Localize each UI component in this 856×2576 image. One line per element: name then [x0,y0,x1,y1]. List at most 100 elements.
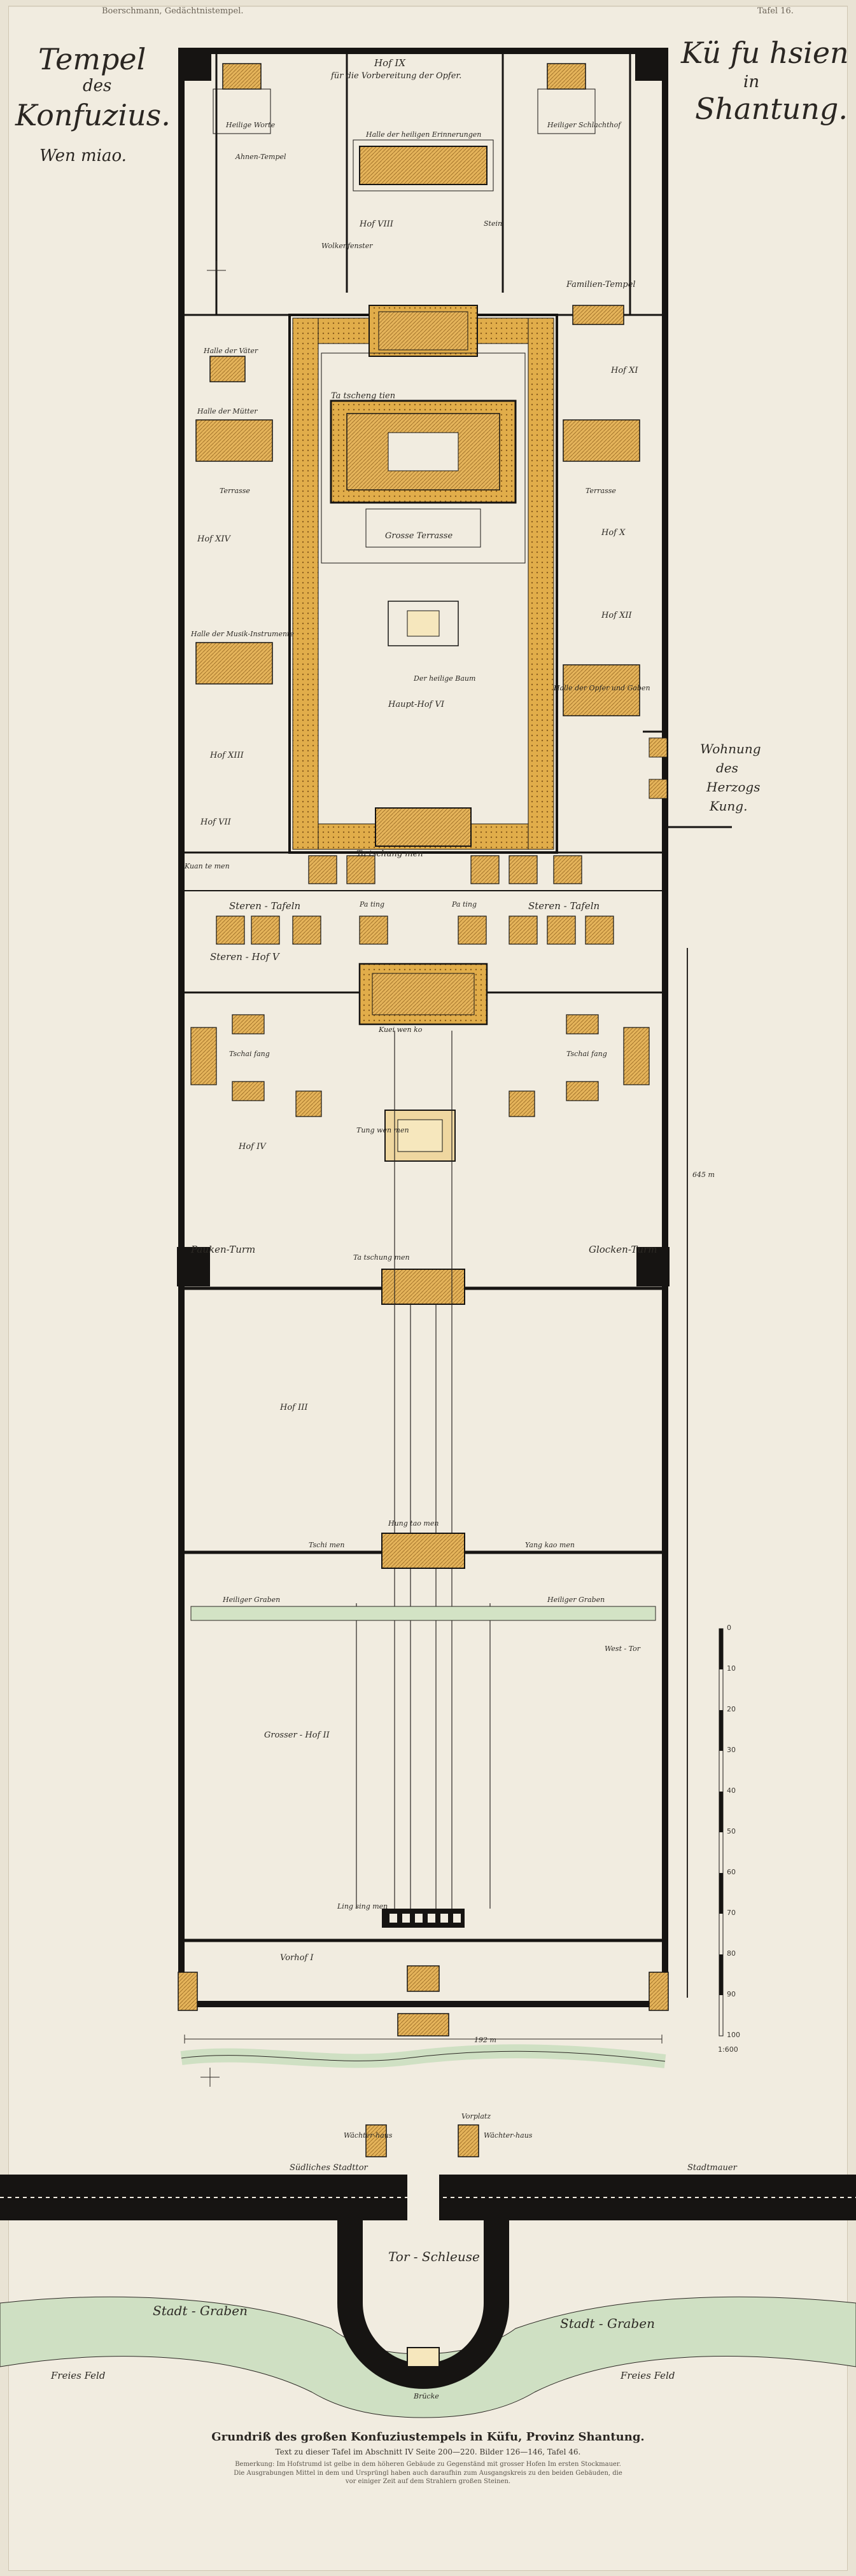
label-stadtmauer: Stadtmauer [687,2163,737,2173]
label-heiliger-baum: Der heilige Baum [414,674,476,683]
label-wohnung-kung: Kung. [710,798,748,814]
label-wolkenfenster: Wolkenfenster [321,242,373,250]
side-halls [195,305,640,716]
label-steren-hof-v: Steren - Hof V [210,951,279,963]
label-heiliger-graben-r: Heiliger Graben [547,1596,605,1604]
label-familien-tempel: Familien-Tempel [566,280,636,289]
label-hof-xi: Hof XI [611,366,638,375]
label-ta-tschung-men-2: Ta tschung men [353,1253,410,1262]
map-caption: Grundriß des großen Konfuziustempels in … [0,2430,856,2486]
title-konfuzius: Konfuzius. [15,98,171,132]
city-wall [0,2175,856,2220]
great-terrace [321,352,526,646]
plate-header-left: Boerschmann, Gedächtnistempel. [102,6,244,16]
label-steren-tafeln-r: Steren - Tafeln [528,900,600,912]
label-ling-sing-men: Ling sing men [337,1902,388,1911]
tung-wen-men [384,1110,456,1162]
label-halle-opfer: Halle der Opfer und Gaben [554,684,650,692]
title-wen-miao: Wen miao. [39,146,127,165]
label-kuan-te-men: Kuan te men [185,862,230,870]
scale-tick-10: 10 [727,1664,736,1673]
scale-tick-0: 0 [727,1624,731,1632]
label-stein: Stein [484,219,503,228]
label-tschai-fang-l: Tschai fang [229,1050,270,1058]
title-kufu-hsien: Kü fu hsien [681,36,849,70]
label-tor-schleuse: Tor - Schleuse [388,2249,480,2264]
stele-pavilions [216,855,614,945]
label-hof-iii: Hof III [280,1403,308,1412]
scale-tick-80: 80 [727,1949,736,1958]
label-wohnung: Wohnung [700,741,761,756]
label-haupt-hof-vi: Haupt-Hof VI [388,700,445,709]
plate-header-right: Tafel 16. [757,6,794,16]
label-hof-x: Hof X [601,528,626,538]
corner-towers [177,48,670,1286]
label-tung-wen-men: Tung wen men [356,1126,409,1134]
herzog-connector [643,730,732,828]
ling-sing-men-posts [389,1914,461,1923]
hof-iv-buildings [190,1014,650,1117]
label-vorhof-i: Vorhof I [280,1953,314,1963]
label-wachter-haus-r: Wächter-haus [484,2131,533,2140]
label-heilige-worte: Heilige Worte [226,121,276,129]
vorhof-gates [178,1965,669,2036]
label-yang-kao-men: Yang kao men [525,1541,575,1549]
label-pa-ting-l: Pa ting [360,900,385,909]
label-terrasse-l: Terrasse [220,487,250,495]
gate-south-ta-tschung [381,1269,465,1305]
label-halle-vater: Halle der Väter [204,347,258,355]
label-halle-mutter: Halle der Mütter [197,407,258,415]
label-wohnung-herzog: Herzogs [706,779,761,795]
label-steren-tafeln-l: Steren - Tafeln [229,900,301,912]
label-ta-tscheng-tien: Ta tscheng tien [331,391,396,401]
label-dimension-645: 645 m [692,1171,715,1179]
title-in: in [743,73,760,92]
caption-subtitle: Text zu dieser Tafel im Abschnitt IV Sei… [275,2447,581,2456]
label-sudliches-stadttor: Südliches Stadttor [290,2163,368,2173]
scale-tick-30: 30 [727,1746,736,1754]
label-hof-viii: Hof VIII [360,219,393,229]
label-heiliger-graben-l: Heiliger Graben [223,1596,281,1604]
label-hof-xiv: Hof XIV [197,534,230,544]
label-halle-musik: Halle der Musik-Instrumente [191,630,294,638]
scale-tick-70: 70 [727,1909,736,1917]
rear-buildings [213,63,596,357]
caption-note: Bemerkung: Im Hofstrumd ist gelbe in dem… [234,2461,622,2485]
scale-tick-50: 50 [727,1827,736,1835]
dimension-line [184,2035,663,2043]
scale-bar [719,1628,724,2036]
label-stadt-graben-l: Stadt - Graben [153,2303,248,2318]
scale-tick-60: 60 [727,1868,736,1876]
title-tempel: Tempel [38,42,146,76]
label-pa-ting-r: Pa ting [452,900,477,909]
label-pauken-turm: Pauken-Turm [191,1244,256,1255]
label-hof-ix-sub: für die Vorbereitung der Opfer. [331,71,462,81]
label-freies-feld-l: Freies Feld [51,2370,106,2381]
label-freies-feld-r: Freies Feld [621,2370,675,2381]
label-hof-xiii: Hof XIII [210,751,244,760]
scale-tick-90: 90 [727,1990,736,1998]
label-halle-erinnerungen: Halle der heiligen Erinnerungen [366,130,482,139]
label-hof-vii: Hof VII [200,818,231,827]
label-brucke: Brücke [414,2392,439,2400]
label-hof-xii: Hof XII [601,611,632,620]
tor-schleuse [337,2220,509,2389]
central-axis [356,1031,491,1909]
label-vorhof-ii: Grosser - Hof II [264,1730,330,1740]
title-des: des [83,76,112,95]
label-kuei-wen-ko: Kuei wen ko [379,1026,423,1034]
label-schlachthof: Heiliger Schlachthof [547,121,621,129]
label-stadt-graben-r: Stadt - Graben [560,2316,655,2331]
label-tschai-fang-r: Tschai fang [566,1050,607,1058]
guard-houses [365,2124,479,2157]
compass-upper [207,261,226,280]
main-hall-ta-tscheng-tien [330,400,517,548]
scale-tick-20: 20 [727,1705,736,1713]
label-tschi-men: Tschi men [309,1541,345,1549]
compass-lower [200,2068,220,2087]
label-hung-tao-men: Hung tao men [388,1519,439,1528]
label-wohnung-des: des [716,760,738,776]
scale-ratio: 1:600 [718,2045,738,2054]
scale-tick-100: 100 [727,2031,740,2039]
